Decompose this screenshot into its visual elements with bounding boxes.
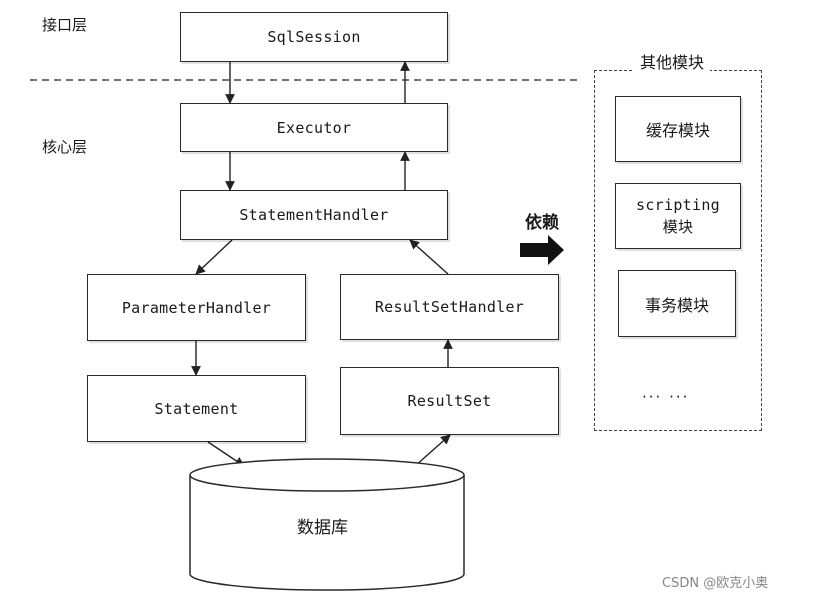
scripting-module-box: scripting 模块: [615, 183, 741, 249]
arrow-resultsethandler-to-statementhandler: [409, 239, 449, 275]
dependency-label: 依赖: [525, 213, 559, 233]
other-modules-title: 其他模块: [634, 49, 711, 73]
statement-label: Statement: [154, 399, 239, 418]
database-label: 数据库: [297, 518, 348, 538]
scripting-module-label: scripting 模块: [636, 196, 720, 236]
arrow-statement-to-database: [207, 441, 245, 467]
statementhandler-label: StatementHandler: [239, 206, 389, 224]
resultsethandler-box: ResultSetHandler: [340, 274, 559, 340]
parameterhandler-box: ParameterHandler: [87, 274, 306, 341]
statement-box: Statement: [87, 375, 306, 442]
database-cylinder: [189, 458, 465, 591]
more-modules-ellipsis: ··· ···: [642, 388, 690, 406]
sqlsession-label: SqlSession: [267, 28, 361, 46]
resultset-box: ResultSet: [340, 367, 559, 435]
parameterhandler-label: ParameterHandler: [121, 298, 272, 317]
interface-layer-label: 接口层: [42, 16, 88, 34]
statementhandler-box: StatementHandler: [180, 190, 448, 240]
executor-label: Executor: [276, 118, 352, 137]
cache-module-label: 缓存模块: [645, 121, 710, 140]
sqlsession-box: SqlSession: [180, 12, 448, 62]
cache-module-box: 缓存模块: [615, 96, 741, 162]
arrow-statementhandler-to-parameterhandler: [195, 239, 233, 275]
transaction-module-box: 事务模块: [618, 270, 736, 337]
resultset-label: ResultSet: [407, 392, 492, 410]
core-layer-label: 核心层: [42, 138, 88, 156]
csdn-watermark: CSDN @欧克小奥: [662, 576, 769, 591]
transaction-module-label: 事务模块: [644, 295, 709, 315]
resultsethandler-label: ResultSetHandler: [374, 298, 525, 316]
dependency-arrow-icon: [520, 235, 564, 265]
arrow-database-to-resultset: [414, 434, 451, 467]
executor-box: Executor: [180, 103, 448, 152]
